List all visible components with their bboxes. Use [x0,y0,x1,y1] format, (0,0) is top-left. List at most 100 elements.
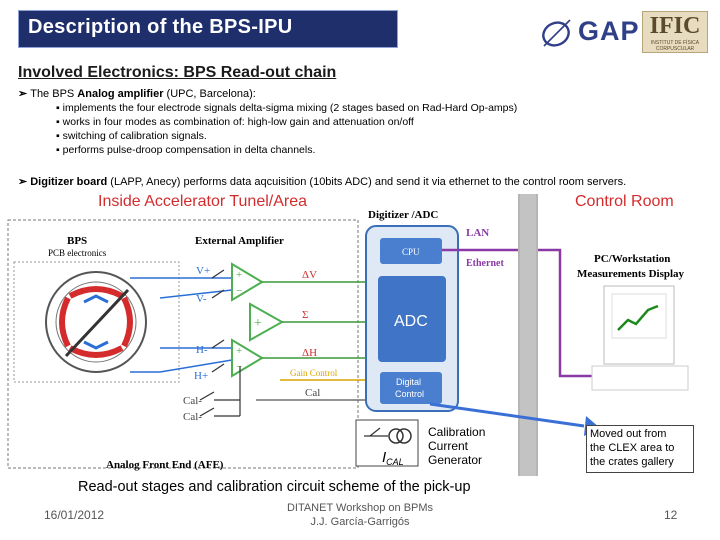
ific-logo-text: IFIC [649,13,701,39]
pc-label-2: Measurements Display [577,268,685,280]
calibration-label-3: Generator [428,453,482,467]
monitor-graph-icon [617,304,659,331]
bullet-digitizer: ➢Digitizer board (LAPP, Anecy) performs … [18,175,626,188]
lan-label: LAN [466,227,489,239]
ical-label: ICAL [382,449,404,467]
bps-electrode-right [121,296,133,348]
cpu-box [380,238,442,264]
pc-base [591,365,689,391]
pc-label-1: PC/Workstation [594,253,670,265]
sub-bullet-text: works in four modes as combination of: h… [62,116,414,128]
bullet-digitizer-suffix: (LAPP, Anecy) performs data aqcuisition … [107,176,627,188]
bps-electrode-top [68,286,124,299]
svg-text:−: − [236,285,242,297]
input-vminus: V- [196,293,207,305]
bps-inner-ring [55,281,137,363]
footer-event-line1: DITANET Workshop on BPMs [286,502,434,514]
input-cal1: Cal- [183,395,202,407]
digital-control-label-1: Digital [396,377,421,387]
output-delta-v: ΔV [302,269,317,281]
arrow-bullet-icon: ➢ [18,88,28,100]
ext-amp-label: External Amplifier [195,235,284,247]
bps-diagonal [64,288,130,358]
bps-coil-bottom [83,340,109,350]
afe-label: Analog Front End (AFE) [106,459,224,471]
calibration-source-box [355,419,419,467]
opamp-delta-v: + − [231,262,264,302]
sub-bullet-text: implements the four electrode signals de… [62,102,518,114]
ethernet-label: Ethernet [466,258,504,269]
digitizer-label: Digitizer /ADC [368,209,438,221]
cal-label: Cal [305,387,320,399]
footer-event-line2: J.J. García-Garrigós [310,516,410,528]
bullet-analog-prefix: The BPS [30,88,78,100]
calibration-label-2: Current [428,439,469,453]
sub-bullet-item: ▪ performs pulse-droop compensation in d… [56,144,316,156]
digital-control-box [380,372,442,404]
input-hminus: H- [196,344,208,356]
inside-area-label: Inside Accelerator Tunel/Area [98,193,307,210]
sub-bullet-item: ▪ switching of calibration signals. [56,130,207,142]
lan-line [442,248,592,378]
bps-outer-ring [45,271,147,373]
input-vplus: V+ [196,265,210,277]
gap-logo-icon [542,19,571,47]
input-lines [130,277,233,373]
figure-caption: Read-out stages and calibration circuit … [78,479,471,495]
arrow-bullet-icon: ➢ [18,176,28,188]
bps-electrode-bottom [68,345,124,358]
input-hplus: H+ [194,370,208,382]
digital-control-label-2: Control [395,389,424,399]
current-source-icon-2 [396,428,412,444]
moved-note-line: the CLEX area to [590,442,675,454]
svg-text:−: − [236,361,242,373]
cpu-label: CPU [402,247,420,257]
bps-coil-top [83,294,109,304]
output-delta-h: ΔH [302,347,317,359]
readout-chain-diagram: Inside Accelerator Tunel/Area Control Ro… [7,193,689,476]
gain-control-label: Gain Control [290,368,338,378]
title-bar [18,10,398,48]
adc-label: ADC [394,313,428,330]
footer-event: DITANET Workshop on BPMs J.J. García-Gar… [280,501,440,529]
bps-electrode-left [59,296,71,348]
moved-arrow [429,402,585,428]
bps-pcb-box [13,261,180,383]
calibration-label-1: Calibration [428,425,485,439]
bps-subtitle: PCB electronics [48,248,107,258]
opamp-delta-h: + − [231,338,264,378]
input-switches [199,269,241,417]
sub-bullet-text: performs pulse-droop compensation in del… [62,144,316,156]
control-room-label: Control Room [575,193,674,210]
bullet-analog-bold: Analog amplifier [77,88,164,100]
sub-bullet-text: switching of calibration signals. [62,130,207,142]
tunnel-wall-texture [520,194,536,476]
svg-text:+: + [254,316,262,331]
moved-note-line: Moved out from [590,428,667,440]
bullet-digitizer-bold: Digitizer board [30,176,108,188]
slide-title: Description of the BPS-IPU [28,16,293,38]
bps-title: BPS [67,235,87,247]
current-source-icon [388,428,404,444]
sub-bullet-item: ▪ implements the four electrode signals … [56,102,518,114]
monitor-screen [611,293,667,339]
input-cal2: Cal- [183,411,202,423]
cal-switch [369,427,381,437]
afe-box [7,219,359,469]
section-heading: Involved Electronics: BPS Read-out chain [18,64,337,81]
adc-box [378,276,446,362]
page-number: 12 [664,508,678,522]
svg-text:+: + [236,345,242,357]
ific-logo: IFIC INSTITUT DE FÍSICA CORPUSCULAR [642,11,708,53]
moved-note: Moved out from the CLEX area to the crat… [586,425,694,473]
opamp-sum: + [249,302,285,342]
output-sigma: Σ [302,309,308,321]
moved-note-line: the crates gallery [590,456,674,468]
bullet-analog-suffix: (UPC, Barcelona): [163,88,256,100]
ific-logo-sub: INSTITUT DE FÍSICA CORPUSCULAR [650,40,700,52]
bullet-analog: ➢The BPS Analog amplifier (UPC, Barcelon… [18,87,256,100]
sub-bullet-item: ▪ works in four modes as combination of:… [56,116,414,128]
footer-date: 16/01/2012 [44,508,105,522]
gap-logo-text: GAP [578,16,640,46]
svg-text:+: + [236,269,242,281]
